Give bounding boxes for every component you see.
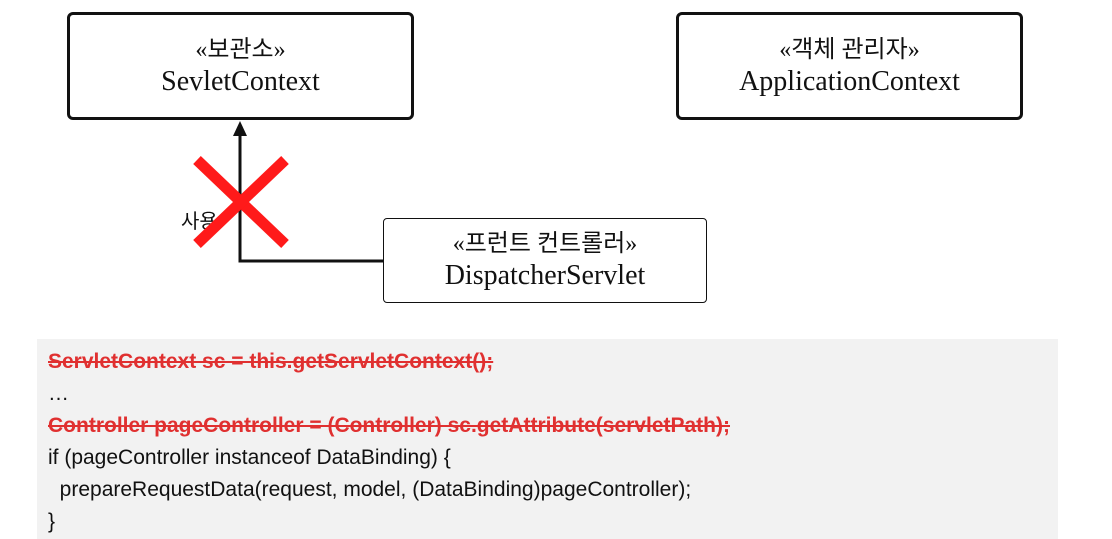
servlet-context-stereotype: «보관소»: [195, 37, 286, 63]
code-line: …: [48, 382, 69, 405]
code-panel: ServletContext sc = this.getServletConte…: [37, 339, 1058, 539]
cross-icon: [193, 156, 289, 248]
arrow-head: [233, 121, 247, 136]
dispatcher-stereotype: «프런트 컨트롤러»: [452, 231, 638, 257]
code-line-struck: ServletContext sc = this.getServletConte…: [48, 350, 494, 373]
code-line: if (pageController instanceof DataBindin…: [48, 446, 451, 469]
servlet-context-box: «보관소» SevletContext: [67, 12, 414, 120]
application-context-name: ApplicationContext: [739, 66, 960, 97]
dependency-arrow: [193, 121, 383, 263]
application-context-stereotype: «객체 관리자»: [779, 37, 920, 63]
arrow-line: [238, 130, 383, 263]
application-context-box: «객체 관리자» ApplicationContext: [676, 12, 1023, 120]
servlet-context-name: SevletContext: [161, 66, 320, 97]
dispatcher-name: DispatcherServlet: [444, 260, 646, 291]
code-line: prepareRequestData(request, model, (Data…: [48, 478, 692, 501]
dispatcher-servlet-box: «프런트 컨트롤러» DispatcherServlet: [383, 218, 707, 303]
code-line-struck: Controller pageController = (Controller)…: [48, 414, 730, 437]
code-line: }: [48, 510, 56, 533]
